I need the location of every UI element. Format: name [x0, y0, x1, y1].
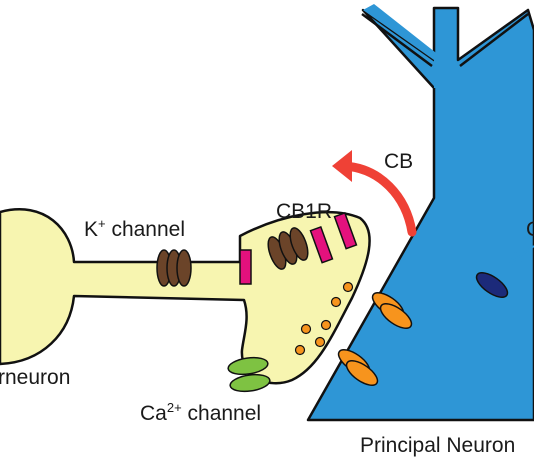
ca-channel-subunit	[227, 356, 269, 376]
principal-neuron-body	[306, 6, 534, 422]
cb1r-receptor	[309, 226, 334, 264]
arrow-head-icon	[332, 150, 352, 182]
cb1r-receptors	[239, 212, 358, 285]
k-channel-label: K+ channel	[84, 216, 185, 241]
cut-off-label: C	[526, 218, 534, 241]
vesicle	[294, 344, 306, 356]
ca-channel-subunit	[229, 373, 271, 393]
vesicle	[320, 319, 332, 331]
arrow-icon	[508, 245, 534, 266]
principal-neuron	[306, 4, 534, 422]
interneuron-label: rneuron	[0, 366, 70, 389]
k-channel-subunit	[289, 227, 309, 261]
postsynaptic-channels	[337, 292, 413, 386]
cb-label: CB	[384, 150, 413, 173]
principal-neuron-apical-dendrite	[363, 4, 440, 88]
cb-arrow	[332, 150, 417, 237]
ca-channel-label: Ca2+ channel	[140, 400, 261, 425]
cb1r-receptor	[239, 249, 252, 285]
principal-neuron-label: Principal Neuron	[360, 434, 515, 457]
k-channel	[156, 249, 192, 287]
dark-blue-receptor	[475, 245, 534, 298]
vesicle	[330, 296, 342, 308]
terminal-k-channels	[267, 227, 309, 270]
cb1r-receptor	[333, 212, 358, 250]
vesicle	[342, 281, 354, 293]
cb1r-label: CB1R	[276, 200, 332, 223]
ca-channel	[227, 356, 271, 393]
k-channel-subunit	[176, 249, 192, 287]
vesicles	[294, 281, 354, 356]
vesicle	[300, 323, 312, 335]
vesicle	[314, 336, 326, 348]
